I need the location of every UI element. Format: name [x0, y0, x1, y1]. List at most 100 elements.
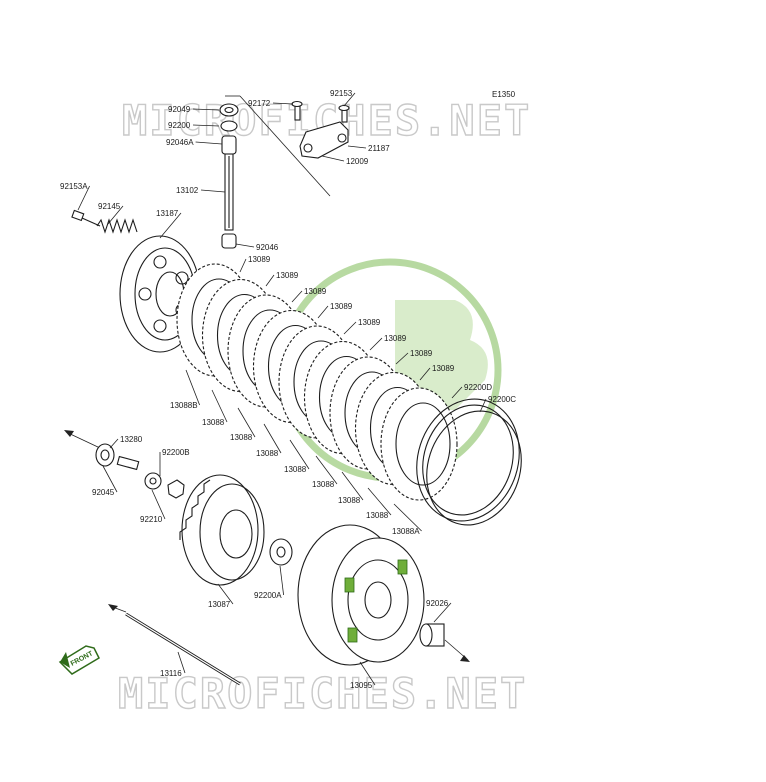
part-number-label: 92153A — [60, 182, 88, 191]
callout-92153A: 92153A — [60, 182, 90, 211]
part-number-label: 92145 — [98, 202, 121, 211]
part-number-label: 13088 — [230, 433, 253, 442]
part-number-label: 13102 — [176, 186, 199, 195]
part-number-label: 92045 — [92, 488, 115, 497]
leader-line — [217, 583, 234, 605]
callout-13102: 13102 — [176, 186, 226, 195]
leader-line — [419, 367, 431, 381]
callout-13116: 13116 — [160, 651, 186, 678]
leader-line — [109, 438, 119, 449]
leader-line — [279, 565, 284, 596]
part-number-label: 92200B — [162, 448, 190, 457]
bearing-collar — [64, 430, 185, 499]
part-number-label: 92172 — [248, 99, 271, 108]
part-number-label: 92153 — [330, 89, 353, 98]
callout-13088-3: 13088 — [256, 423, 282, 458]
part-number-label: 13089 — [410, 349, 433, 358]
push-rod — [108, 604, 241, 686]
leader-line — [479, 398, 487, 413]
part-number-label: 13089 — [384, 334, 407, 343]
part-number-label: 13089 — [304, 287, 327, 296]
clutch-plate-stack — [176, 263, 458, 501]
callout-13089-8: 13089 — [419, 364, 455, 381]
callout-92200D: 92200D — [451, 383, 492, 399]
leader-line — [347, 145, 367, 149]
sleeve — [419, 623, 470, 662]
part-number-label: 13088A — [392, 527, 420, 536]
leader-line — [151, 489, 166, 520]
part-number-label: 92200 — [168, 121, 191, 130]
callout-13089-5: 13089 — [343, 318, 381, 335]
leader-line — [315, 455, 338, 485]
leader-line — [367, 487, 392, 516]
leader-line — [237, 407, 256, 438]
callout-21187: 21187 — [347, 144, 390, 153]
spring-rings — [416, 398, 522, 526]
leader-line — [192, 108, 220, 111]
callout-92200B: 92200B — [159, 448, 190, 476]
part-number-label: 13088B — [170, 401, 198, 410]
part-number-label: 92200C — [488, 395, 516, 404]
part-number-label: 13095 — [350, 681, 373, 690]
callout-13089-4: 13089 — [317, 302, 353, 319]
bolt-spring — [71, 209, 138, 234]
steel-plate — [395, 402, 451, 486]
callout-13280: 13280 — [109, 435, 143, 449]
leader-line — [102, 465, 118, 493]
part-number-label: 13088 — [366, 511, 389, 520]
part-callouts: 920499220092046A921729215321187120099215… — [60, 89, 516, 690]
leader-line — [393, 503, 422, 532]
leader-line — [195, 141, 223, 145]
leader-line — [359, 661, 376, 686]
leader-line — [317, 305, 329, 319]
leader-line — [265, 274, 275, 287]
leader-line — [369, 337, 383, 351]
leader-line — [341, 471, 364, 501]
callout-92046: 92046 — [235, 243, 279, 252]
leader-line — [235, 243, 255, 248]
callout-13088A: 13088A — [392, 503, 422, 536]
callout-13187: 13187 — [156, 209, 182, 239]
leader-line — [239, 258, 247, 273]
part-number-label: 92210 — [140, 515, 163, 524]
callout-13089-2: 13089 — [265, 271, 299, 287]
callout-13088-5: 13088 — [312, 455, 338, 489]
leader-line — [200, 189, 226, 193]
callout-13089-3: 13089 — [291, 287, 327, 303]
release-shaft-assembly — [219, 103, 239, 249]
part-number-label: 92026 — [426, 599, 449, 608]
callout-92172: 92172 — [248, 99, 294, 108]
leader-line — [185, 369, 200, 406]
leader-line — [291, 290, 303, 303]
clutch-hub — [179, 474, 265, 586]
callout-92200: 92200 — [168, 121, 220, 130]
part-number-label: 13187 — [156, 209, 179, 218]
part-number-label: 13089 — [330, 302, 353, 311]
callout-13088-6: 13088 — [338, 471, 364, 505]
release-lever — [291, 100, 350, 159]
callout-92145: 92145 — [98, 202, 124, 225]
callout-13095: 13095 — [350, 661, 376, 690]
callout-13087: 13087 — [208, 583, 234, 609]
part-number-label: 13116 — [160, 669, 182, 678]
leader-line — [433, 602, 452, 623]
part-number-label: 92046 — [256, 243, 279, 252]
callout-92026: 92026 — [426, 599, 452, 623]
thrust-washer — [269, 538, 293, 566]
leader-line — [395, 352, 409, 365]
callout-13088-2: 13088 — [230, 407, 256, 442]
leader-line — [177, 651, 186, 674]
part-number-label: 92046A — [166, 138, 194, 147]
watermark-bottom: MICROFICHES.NET — [118, 669, 527, 718]
part-number-label: 92200D — [464, 383, 492, 392]
part-number-label: 13089 — [276, 271, 299, 280]
part-number-label: 13088 — [202, 418, 225, 427]
callout-92046A: 92046A — [166, 138, 223, 147]
callout-13088B: 13088B — [170, 369, 200, 410]
leader-line — [451, 386, 463, 399]
part-number-label: 92049 — [168, 105, 191, 114]
part-number-label: 13088 — [284, 465, 307, 474]
leader-line — [321, 155, 345, 162]
callout-13088-7: 13088 — [366, 487, 392, 520]
